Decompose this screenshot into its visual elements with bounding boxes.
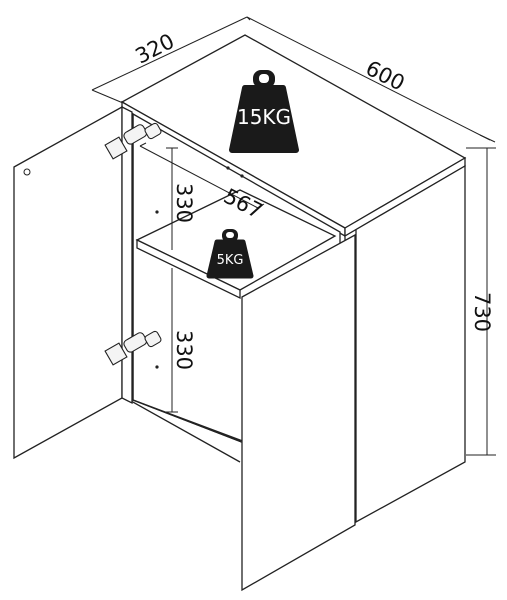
middle-shelf-edge (136, 238, 241, 300)
left-door (13, 105, 123, 460)
width-label: 600 (362, 56, 409, 96)
right-door (241, 233, 356, 592)
inner-width-dimension (139, 142, 265, 209)
width-dimension (246, 16, 496, 143)
hinge-icon (104, 330, 162, 366)
height-label: 730 (470, 292, 494, 332)
height-dimension (466, 147, 496, 456)
shelf-pin (226, 166, 230, 170)
lower-compartment-label: 330 (172, 330, 196, 370)
upper-compartment-dimension (166, 147, 178, 250)
upper-compartment-label: 330 (172, 183, 196, 223)
depth-label: 320 (132, 29, 179, 69)
shelf-load-label: 5KG (217, 253, 244, 268)
left-door-edge (121, 105, 133, 405)
shelf-pin (155, 210, 159, 214)
lower-compartment-dimension (166, 268, 178, 413)
door-knob-hole (23, 168, 31, 176)
weight-icon: 5KG (206, 229, 254, 279)
top-load-label: 15KG (237, 105, 291, 129)
hinge-icon (104, 122, 162, 160)
shelf-pin (155, 365, 159, 369)
weight-icon: 15KG (229, 70, 299, 153)
shelf-pin (240, 174, 244, 178)
